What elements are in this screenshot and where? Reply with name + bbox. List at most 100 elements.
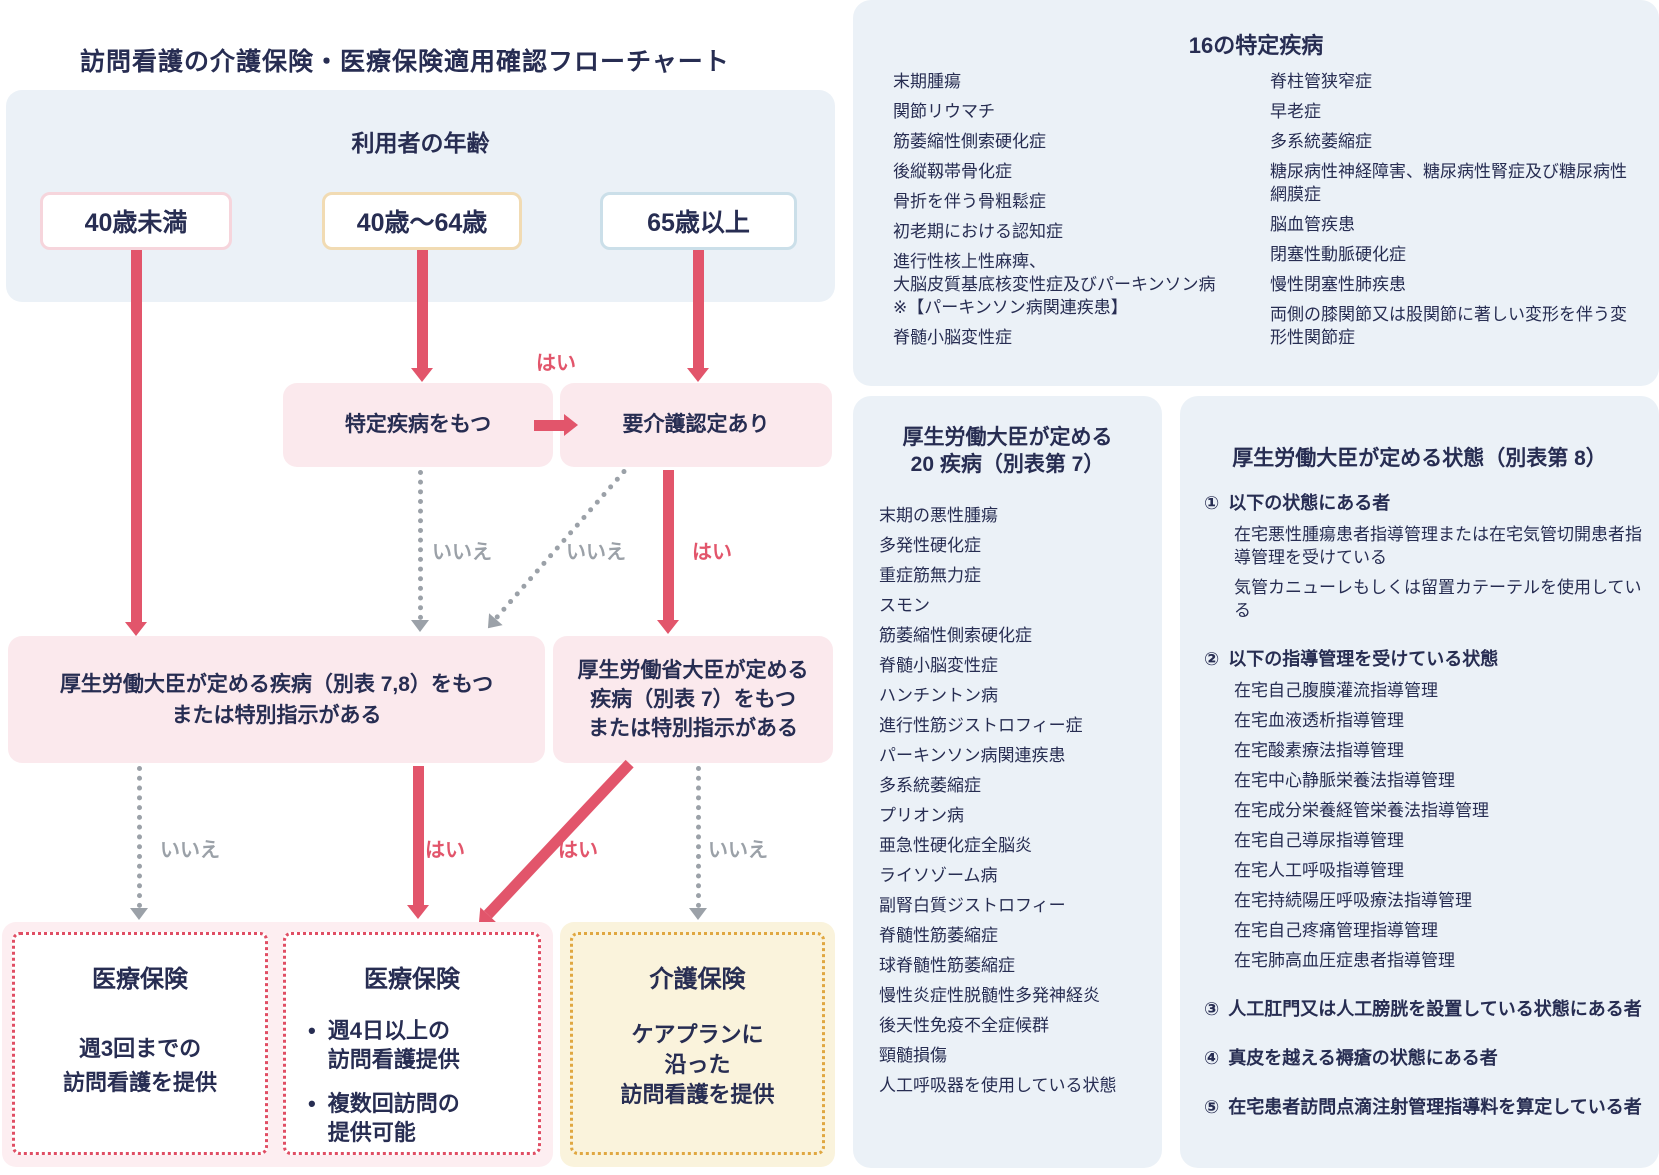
outcome-body: 週3回までの 訪問看護を提供 — [62, 1036, 217, 1095]
disease-item: 多系統萎縮症 — [1270, 132, 1372, 151]
disease-item: 慢性閉塞性肺疾患 — [1270, 275, 1406, 294]
disease-item: 末期の悪性腫瘍 — [879, 506, 998, 525]
state-group: ④ 真皮を越える褥瘡の状態にある者 — [1204, 1047, 1645, 1070]
arrow-over65-down — [687, 250, 709, 382]
panel20-list: 末期の悪性腫瘍多発性硬化症重症筋無力症スモン筋萎縮性側索硬化症脊髄小脳変性症ハン… — [879, 504, 1159, 1104]
group-heading: 以下の状態にある者 — [1228, 493, 1391, 513]
disease-item: スモン — [879, 596, 930, 615]
group-sub-list: 在宅自己腹膜灌流指導管理在宅血液透析指導管理在宅酸素療法指導管理在宅中心静脈栄養… — [1234, 679, 1645, 972]
edge-label-no: いいえ — [432, 541, 492, 564]
bullet-icon: • — [308, 1091, 316, 1116]
arrow-left-no — [128, 766, 150, 920]
beppyo7-panel: 厚生労働大臣が定める 20 疾病（別表第 7） 末期の悪性腫瘍多発性硬化症重症筋… — [853, 396, 1162, 1168]
panel16-title: 16の特定疾病 — [1188, 33, 1324, 58]
arrow-left-yes — [407, 766, 429, 919]
bullet-text: 複数回訪問の 提供可能 — [327, 1091, 460, 1145]
disease-item: 重症筋無力症 — [879, 566, 981, 585]
node-beppyo7-or-special: 厚生労働省大臣が定める 疾病（別表 7）をもつ または特別指示がある — [553, 636, 833, 763]
disease-item: ライソゾーム病 — [879, 866, 998, 885]
edge-label-yes: はい — [692, 541, 732, 564]
disease-item: 初老期における認知症 — [893, 222, 1063, 241]
outcome-bullet: • 週4日以上の 訪問看護提供 — [308, 1016, 524, 1074]
disease-item: 脳血管疾患 — [1270, 215, 1355, 234]
node-beppyo78-or-special: 厚生労働大臣が定める疾病（別表 7,8）をもつ または特別指示がある — [8, 636, 545, 763]
flowchart-section: 訪問看護の介護保険・医療保険適用確認フローチャート 利用者の年齢 40歳未満 4… — [2, 48, 835, 1167]
outcome-care: 介護保険 ケアプランに 沿った 訪問看護を提供 — [570, 932, 825, 1155]
disease-item: 関節リウマチ — [893, 102, 995, 121]
group-heading-row: ⑤ 在宅患者訪問点滴注射管理指導料を算定している者 — [1204, 1096, 1645, 1119]
sub-item: 気管カニューレもしくは留置カテーテルを使用している — [1234, 578, 1642, 620]
disease-item: 頸髄損傷 — [879, 1046, 947, 1065]
disease-item: 脊柱管狭窄症 — [1270, 72, 1372, 91]
disease-item: 早老症 — [1270, 102, 1321, 121]
disease-item: 後天性免疫不全症候群 — [879, 1016, 1049, 1035]
age-box-40-64: 40歳〜64歳 — [322, 192, 522, 250]
node-label: 厚生労働省大臣が定める 疾病（別表 7）をもつ または特別指示がある — [577, 659, 809, 740]
group-number: ③ — [1204, 999, 1220, 1019]
edge-label-no: いいえ — [708, 839, 768, 862]
group-number: ⑤ — [1204, 1097, 1220, 1117]
outcome-bullet-list: • 週4日以上の 訪問看護提供 • 複数回訪問の 提供可能 — [286, 1016, 538, 1162]
node-label: 厚生労働大臣が定める疾病（別表 7,8）をもつ または特別指示がある — [59, 672, 494, 727]
arrow-right-yes-diagonal — [470, 756, 638, 933]
disease-item: ハンチントン病 — [879, 686, 998, 705]
sub-item: 在宅自己疼痛管理指導管理 — [1234, 921, 1438, 940]
care-insurance-wrap — [560, 922, 835, 1167]
edge-label-no: いいえ — [566, 541, 626, 564]
group-number: ① — [1204, 493, 1220, 513]
state-group: ⑤ 在宅患者訪問点滴注射管理指導料を算定している者 — [1204, 1096, 1645, 1119]
panel16-left-column: 末期腫瘍関節リウマチ筋萎縮性側索硬化症後縦靱帯骨化症骨折を伴う骨粗鬆症初老期にお… — [893, 70, 1265, 356]
sub-item: 在宅成分栄養経管栄養法指導管理 — [1234, 801, 1489, 820]
disease-item: 脊髄小脳変性症 — [893, 328, 1012, 347]
disease-item: 人工呼吸器を使用している状態 — [879, 1076, 1117, 1095]
panel8-groups: ① 以下の状態にある者 在宅悪性腫瘍患者指導管理または在宅気管切開患者指導管理を… — [1204, 492, 1645, 1145]
disease-item: 球脊髄性筋萎縮症 — [879, 956, 1015, 975]
panel16-right-column: 脊柱管狭窄症早老症多系統萎縮症糖尿病性神経障害、糖尿病性腎症及び糖尿病性網膜症脳… — [1270, 70, 1636, 356]
group-number: ② — [1204, 649, 1220, 669]
disease-item: 副腎白質ジストロフィー — [879, 896, 1066, 915]
age-box-over-65: 65歳以上 — [600, 192, 797, 250]
state-group: ① 以下の状態にある者 在宅悪性腫瘍患者指導管理または在宅気管切開患者指導管理を… — [1204, 492, 1645, 622]
group-heading: 人工肛門又は人工膀胱を設置している状態にある者 — [1228, 999, 1642, 1019]
age-box-label: 65歳以上 — [647, 209, 750, 237]
edge-label-yes: はい — [425, 839, 465, 862]
disease-item: 慢性炎症性脱髄性多発神経炎 — [879, 986, 1100, 1005]
disease-item: 閉塞性動脈硬化症 — [1270, 245, 1406, 264]
disease-item: 両側の膝関節又は股関節に著しい変形を伴う変形性関節症 — [1270, 305, 1627, 347]
beppyo8-panel: 厚生労働大臣が定める状態（別表第 8） ① 以下の状態にある者 在宅悪性腫瘍患者… — [1180, 396, 1659, 1168]
group-heading: 以下の指導管理を受けている状態 — [1228, 649, 1499, 669]
sub-item: 在宅持続陽圧呼吸療法指導管理 — [1234, 891, 1472, 910]
group-sub-list: 在宅悪性腫瘍患者指導管理または在宅気管切開患者指導管理を受けている気管カニューレ… — [1234, 523, 1645, 622]
disease-item: プリオン病 — [879, 806, 964, 825]
edge-label-yes: はい — [536, 352, 576, 375]
disease-item: 多系統萎縮症 — [879, 776, 981, 795]
disease-item: 進行性核上性麻痺、 大脳皮質基底核変性症及びパーキンソン病 ※【パーキンソン病関… — [893, 252, 1216, 317]
sub-item: 在宅血液透析指導管理 — [1234, 711, 1404, 730]
outcome-title: 医療保険 — [92, 966, 188, 993]
panel8-title: 厚生労働大臣が定める状態（別表第 8） — [1232, 447, 1607, 470]
disease-item: 骨折を伴う骨粗鬆症 — [893, 192, 1046, 211]
node-care-certified: 要介護認定あり — [560, 383, 832, 467]
edge-label-yes: はい — [558, 839, 598, 862]
disease-item: 末期腫瘍 — [893, 72, 961, 91]
group-heading: 在宅患者訪問点滴注射管理指導料を算定している者 — [1228, 1097, 1642, 1117]
disease-item: 脊髄性筋萎縮症 — [879, 926, 998, 945]
disease-item: 進行性筋ジストロフィー症 — [879, 716, 1083, 735]
bullet-icon: • — [308, 1018, 316, 1043]
node-label: 特定疾病をもつ — [344, 413, 492, 436]
sub-item: 在宅悪性腫瘍患者指導管理または在宅気管切開患者指導管理を受けている — [1234, 525, 1642, 567]
disease-item: 亜急性硬化症全脳炎 — [879, 836, 1032, 855]
arrow-certified-yes — [657, 470, 679, 634]
outcome-title: 介護保険 — [649, 966, 746, 993]
group-heading: 真皮を越える褥瘡の状態にある者 — [1228, 1048, 1498, 1068]
flowchart-title: 訪問看護の介護保険・医療保険適用確認フローチャート — [80, 48, 730, 76]
outcome-body: ケアプランに 沿った 訪問看護を提供 — [620, 1022, 775, 1107]
disease-item: パーキンソン病関連疾患 — [879, 746, 1066, 765]
panel20-title: 厚生労働大臣が定める 20 疾病（別表第 7） — [902, 426, 1113, 476]
disease-item: 糖尿病性神経障害、糖尿病性腎症及び糖尿病性網膜症 — [1270, 162, 1627, 204]
outcome-title: 医療保険 — [364, 966, 460, 993]
arrow-under40-down — [125, 250, 147, 636]
group-number: ④ — [1204, 1048, 1220, 1068]
disease-item: 筋萎縮性側索硬化症 — [893, 132, 1046, 151]
sub-item: 在宅自己導尿指導管理 — [1234, 831, 1404, 850]
